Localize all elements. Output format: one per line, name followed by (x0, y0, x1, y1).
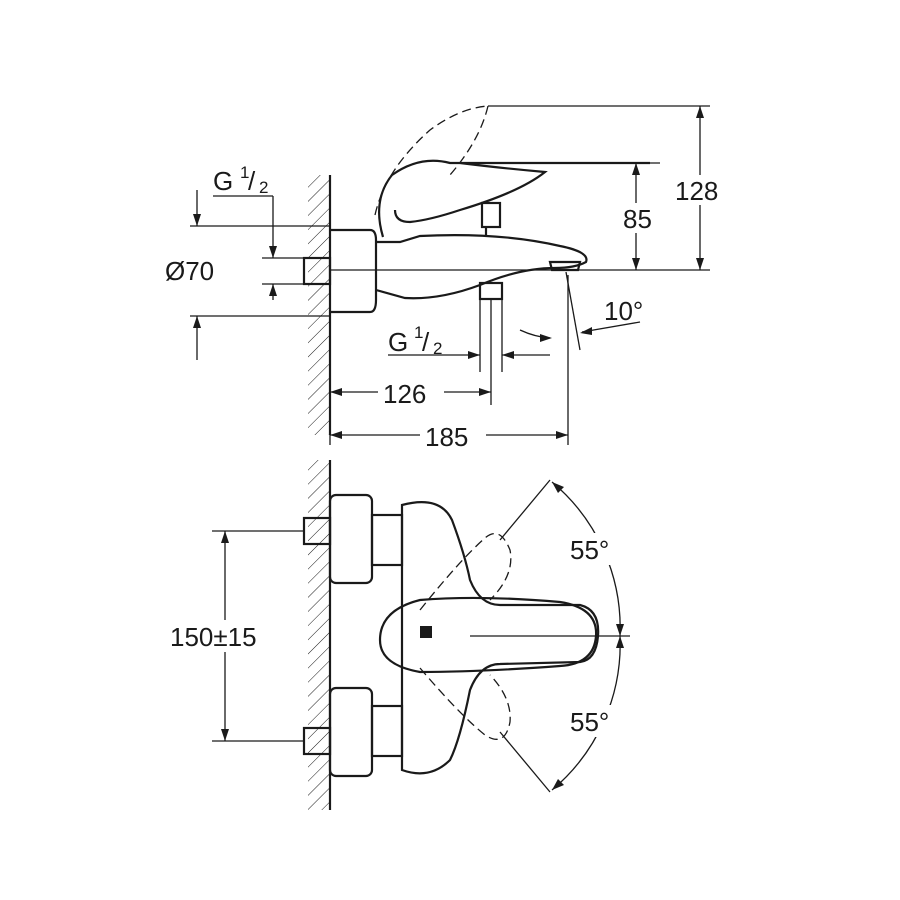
dim-150: 150±15 (170, 622, 257, 652)
svg-text:1: 1 (240, 163, 249, 182)
lever-top (378, 596, 598, 674)
angle-lower: 55° (570, 707, 609, 737)
dim-185: 185 (425, 422, 468, 452)
lever-rotated-right-dashed (419, 667, 511, 740)
indicator-mark (420, 626, 432, 638)
svg-text:G: G (213, 166, 233, 196)
diverter-knob (480, 201, 502, 229)
connector-lower (370, 704, 404, 758)
lever-rotated-left-dashed (419, 532, 512, 611)
lever (378, 159, 650, 238)
svg-text:G: G (388, 327, 408, 357)
svg-text:/: / (422, 327, 430, 357)
escutcheon-lower (328, 686, 374, 778)
wall-hatch-bottom (308, 460, 330, 810)
wall-hatch-top (308, 175, 330, 435)
thread-label-inlet: G 1 / 2 (213, 163, 268, 197)
angle-10: 10° (604, 296, 643, 326)
dim-126: 126 (383, 379, 426, 409)
svg-text:/: / (248, 166, 256, 196)
svg-text:2: 2 (433, 339, 442, 358)
escutcheon-upper (328, 493, 374, 585)
thread-label-outlet: G 1 / 2 (388, 323, 442, 358)
svg-text:1: 1 (414, 323, 423, 342)
mixer-body (375, 234, 588, 300)
connector-upper (370, 513, 404, 567)
shower-outlet (478, 281, 504, 301)
lever-raised-dashed (374, 105, 489, 216)
angle-upper: 55° (570, 535, 609, 565)
escutcheon (330, 228, 378, 314)
svg-text:2: 2 (259, 178, 268, 197)
dim-85: 85 (623, 204, 652, 234)
side-view: Ø70 G 1 / 2 G 1 / 2 126 185 (165, 105, 728, 452)
dim-128: 128 (675, 176, 718, 206)
top-view: 55° 55° 150±15 (168, 460, 631, 810)
diameter-label: Ø70 (165, 256, 214, 286)
